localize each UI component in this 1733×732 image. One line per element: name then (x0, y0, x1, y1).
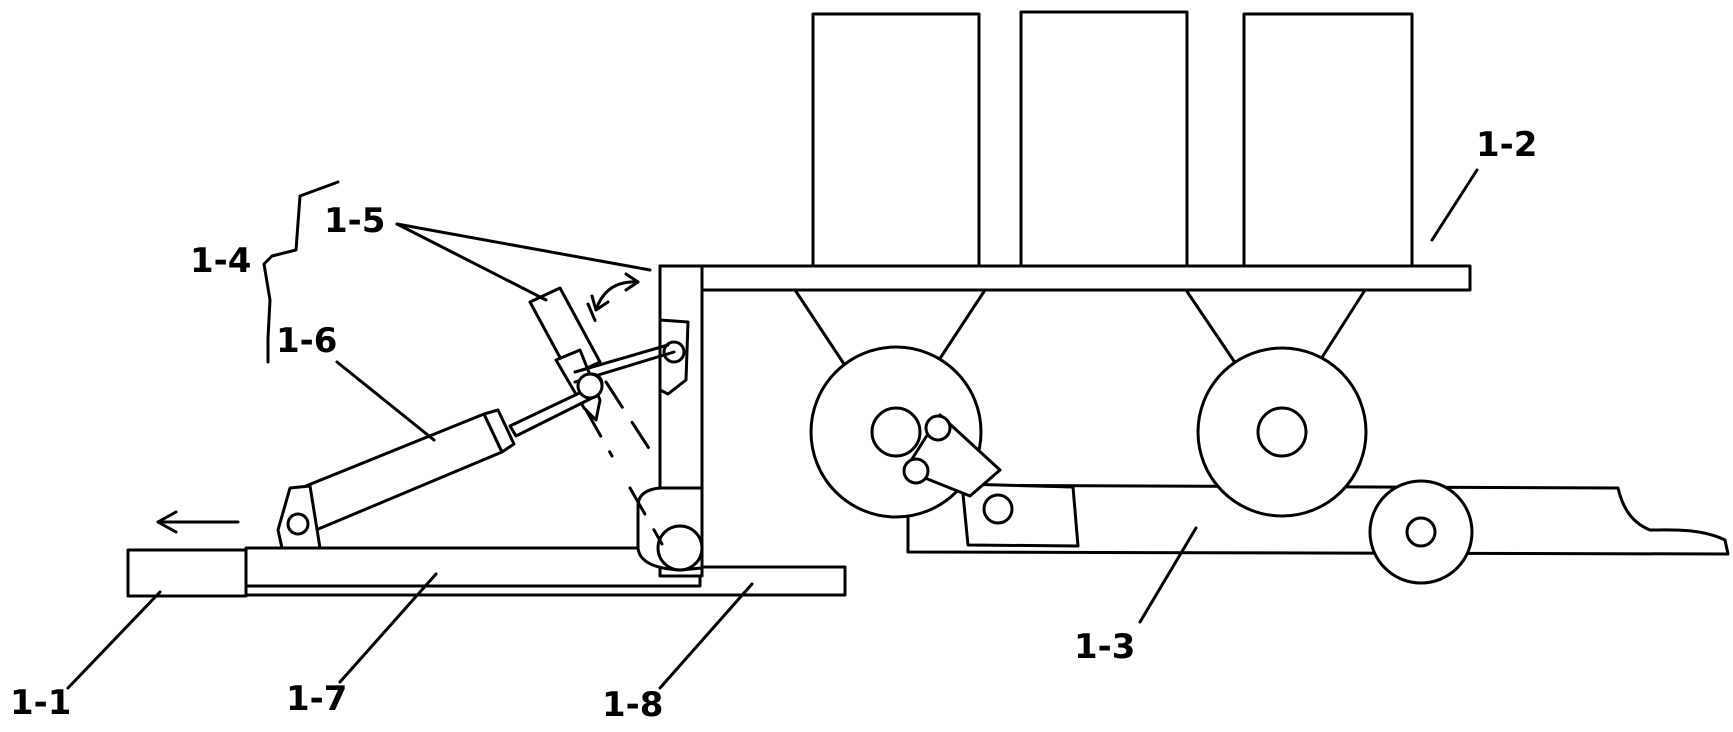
hydraulic-cylinder (278, 374, 602, 548)
cargo-box-3 (1244, 14, 1412, 266)
rotation-arrow (592, 274, 638, 310)
label-1-5: 1-5 (324, 201, 385, 241)
cargo-boxes (813, 12, 1412, 266)
slide-plate (246, 548, 700, 586)
platform-plate (702, 266, 1470, 290)
pusher-block (128, 550, 246, 596)
label-1-2: 1-2 (1476, 125, 1537, 165)
label-1-8: 1-8 (602, 685, 663, 725)
label-1-7: 1-7 (286, 679, 347, 719)
cargo-box-1 (813, 14, 979, 266)
cargo-box-2 (1021, 12, 1187, 266)
label-1-6: 1-6 (276, 321, 337, 361)
label-1-4: 1-4 (190, 241, 251, 281)
push-arrow (158, 512, 238, 532)
label-1-1: 1-1 (10, 683, 71, 723)
label-1-3: 1-3 (1074, 627, 1135, 667)
